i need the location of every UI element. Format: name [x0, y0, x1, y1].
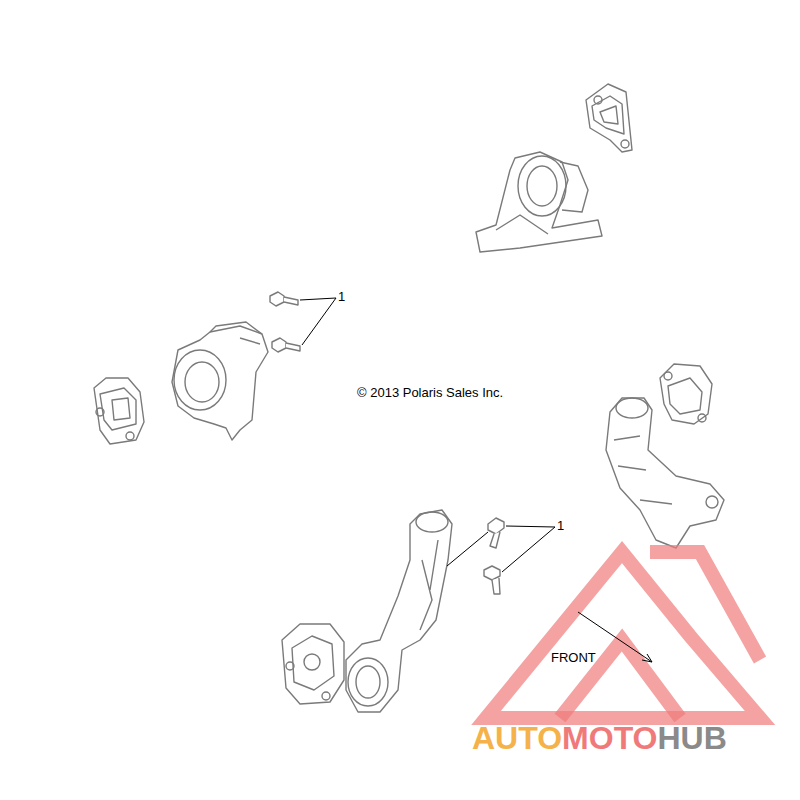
hub-carrier: [476, 152, 602, 252]
steering-knuckle: [606, 398, 724, 548]
copyright-note: © 2013 Polaris Sales Inc.: [357, 386, 503, 399]
callout-number: 1: [557, 519, 564, 532]
brake-caliper: [660, 364, 712, 424]
hub-carrier: [172, 322, 268, 440]
leader-line: [300, 298, 555, 572]
watermark-text: MOTO: [562, 722, 657, 754]
callout-number: 1: [338, 290, 345, 303]
brake-caliper: [94, 378, 144, 444]
direction-label: FRONT: [551, 651, 596, 664]
brake-caliper: [282, 624, 344, 704]
bolt: [270, 292, 504, 594]
watermark-logo: [486, 552, 760, 718]
watermark-text: AUTO: [472, 722, 562, 754]
steering-knuckle: [346, 510, 452, 712]
watermark-text: HUB: [657, 722, 726, 754]
brake-caliper: [586, 84, 632, 152]
